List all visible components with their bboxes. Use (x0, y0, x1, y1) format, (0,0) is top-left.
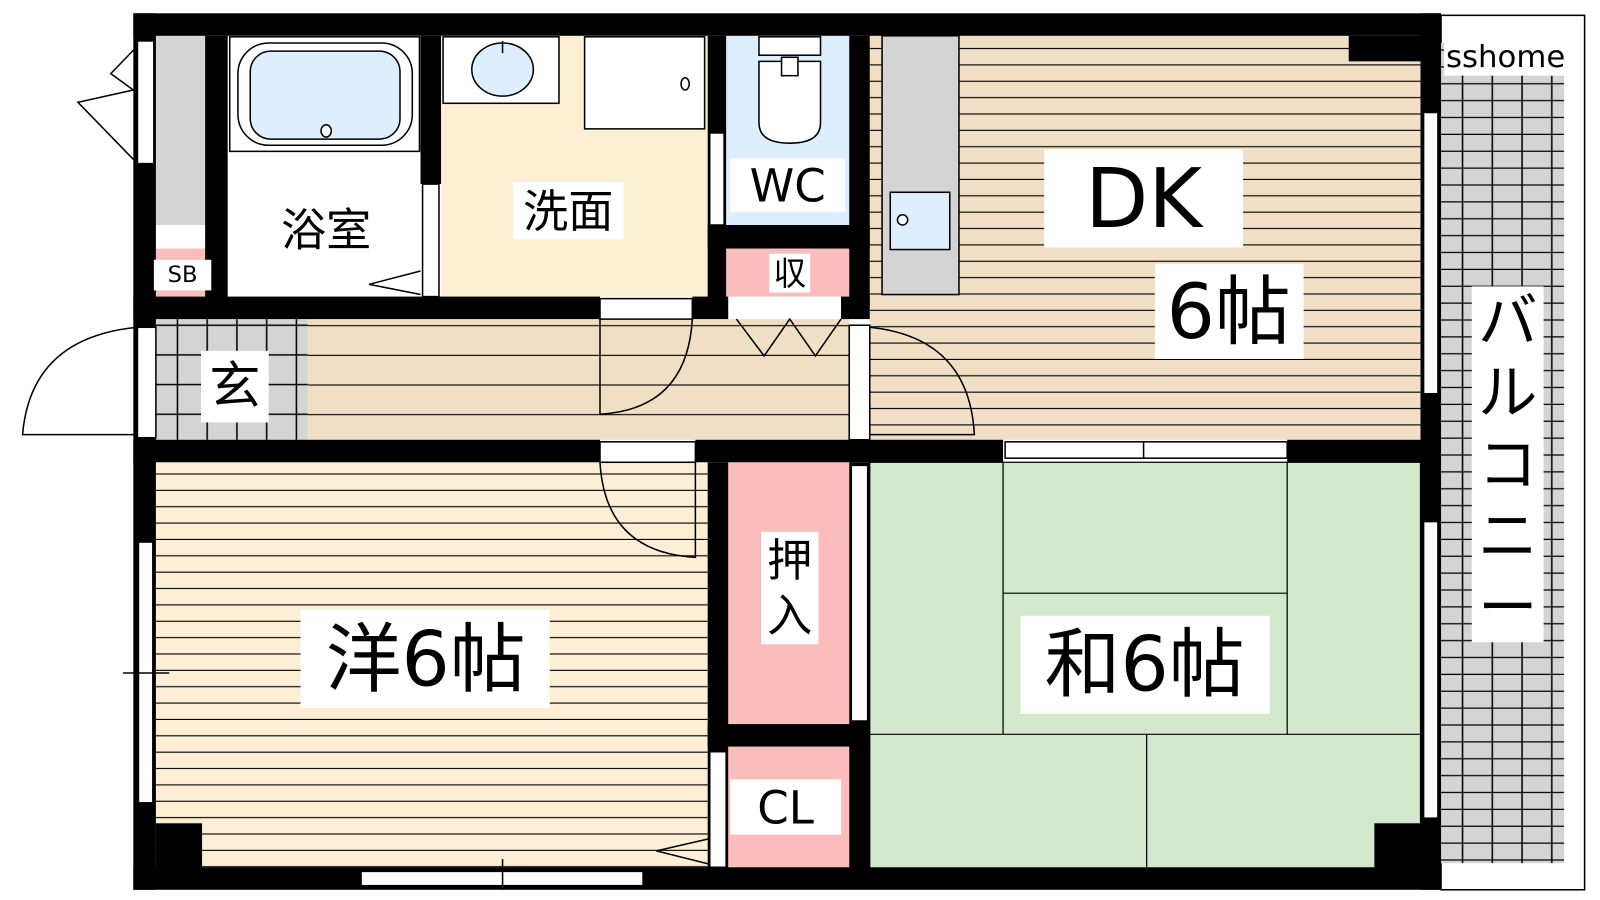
label-cl: CL (757, 781, 814, 834)
label-dk: DK (1085, 152, 1204, 247)
label-balcony-3: コ (1478, 431, 1537, 500)
label-western: 洋6帖 (326, 616, 526, 704)
balcony (1440, 14, 1586, 891)
label-closet-bottom: 入 (767, 589, 812, 642)
washer-icon (583, 36, 706, 130)
label-storage: 収 (773, 255, 806, 293)
label-balcony-1: バ (1478, 288, 1537, 357)
label-closet-top: 押 (767, 534, 812, 587)
sink-icon (442, 36, 560, 105)
bathtub-icon (228, 36, 421, 153)
doors-windows (21, 40, 1439, 890)
label-entrance: 玄 (209, 357, 260, 417)
kitchen-counter (881, 35, 960, 296)
label-japanese: 和6帖 (1045, 621, 1245, 709)
toilet-icon (758, 36, 822, 144)
label-balcony-5: ー (1478, 574, 1537, 643)
label-washroom: 洗面 (523, 185, 613, 238)
label-wc: WC (750, 160, 826, 213)
label-dk-size: 6帖 (1167, 268, 1291, 356)
closet-shelf (155, 35, 206, 225)
room-labels: sshome 浴室 洗面 WC 収 SB 玄 DK 6帖 洋6帖 和6帖 押 入… (153, 38, 1568, 835)
label-balcony-2: ル (1478, 359, 1537, 428)
label-bath: 浴室 (281, 204, 371, 257)
label-shoebox: SB (168, 262, 198, 288)
label-balcony-4: ニ (1478, 502, 1537, 571)
hall-floor (307, 319, 850, 440)
watermark-text: sshome (1446, 39, 1565, 75)
